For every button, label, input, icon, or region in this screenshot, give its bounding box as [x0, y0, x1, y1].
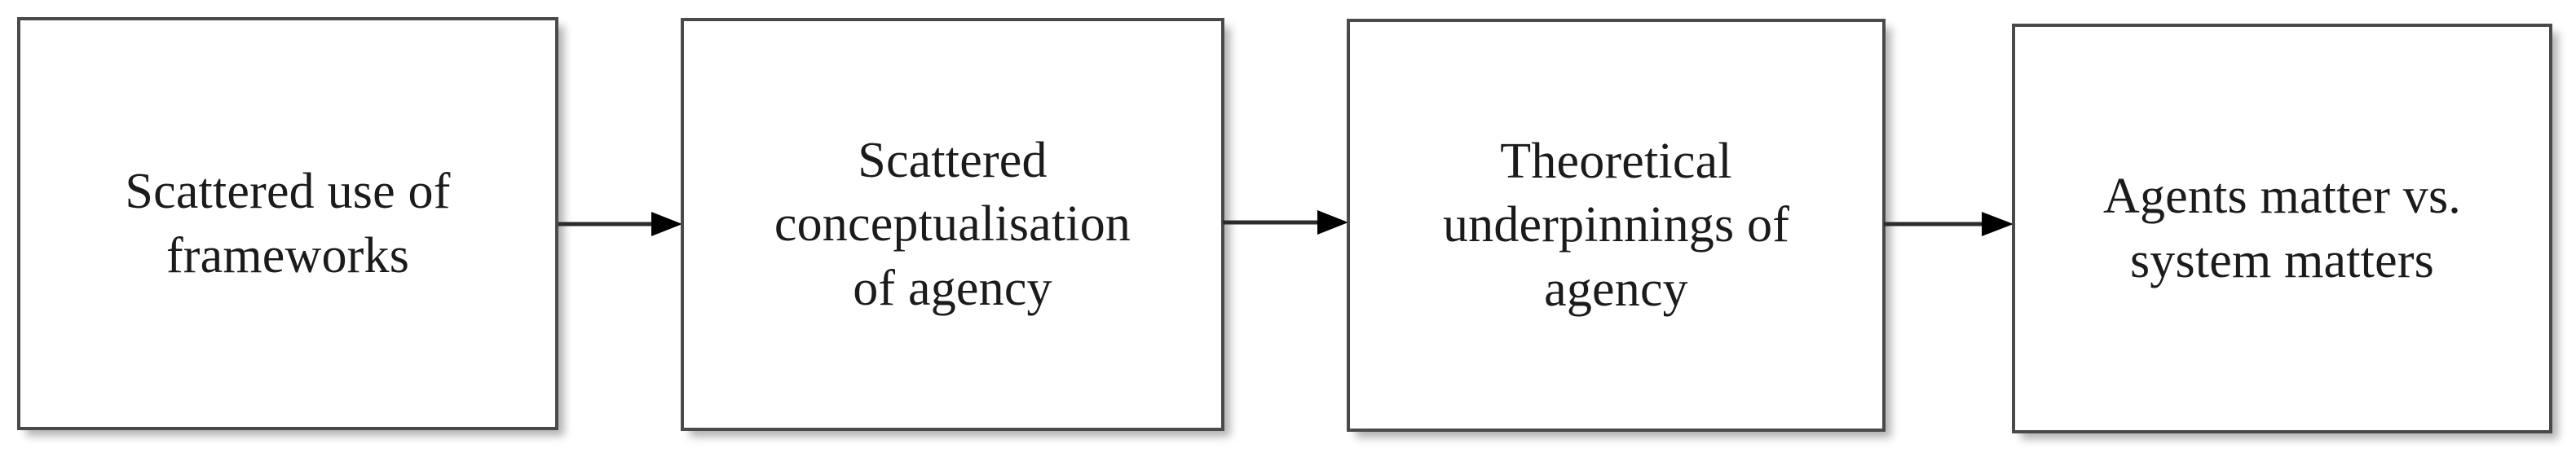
flow-node-4[interactable]: Agents matter vs. system matters — [2012, 24, 2552, 433]
flow-node-3-label: Theoretical underpinnings of agency — [1442, 134, 1790, 317]
flow-node-2-label: Scattered conceptualisation of agency — [774, 133, 1131, 316]
arrow-right-icon — [1884, 212, 2014, 236]
flow-node-4-label: Agents matter vs. system matters — [2102, 169, 2462, 288]
flow-node-1[interactable]: Scattered use of frameworks — [17, 17, 558, 430]
connector-arrow-2 — [1223, 206, 1348, 239]
connector-arrow-3 — [1884, 208, 2014, 240]
flow-node-3[interactable]: Theoretical underpinnings of agency — [1347, 19, 1886, 432]
arrow-right-icon — [1223, 210, 1348, 235]
connector-arrow-1 — [558, 208, 682, 240]
flow-node-1-label: Scattered use of frameworks — [125, 164, 451, 284]
flow-node-2[interactable]: Scattered conceptualisation of agency — [681, 18, 1224, 431]
arrow-right-icon — [558, 212, 682, 236]
